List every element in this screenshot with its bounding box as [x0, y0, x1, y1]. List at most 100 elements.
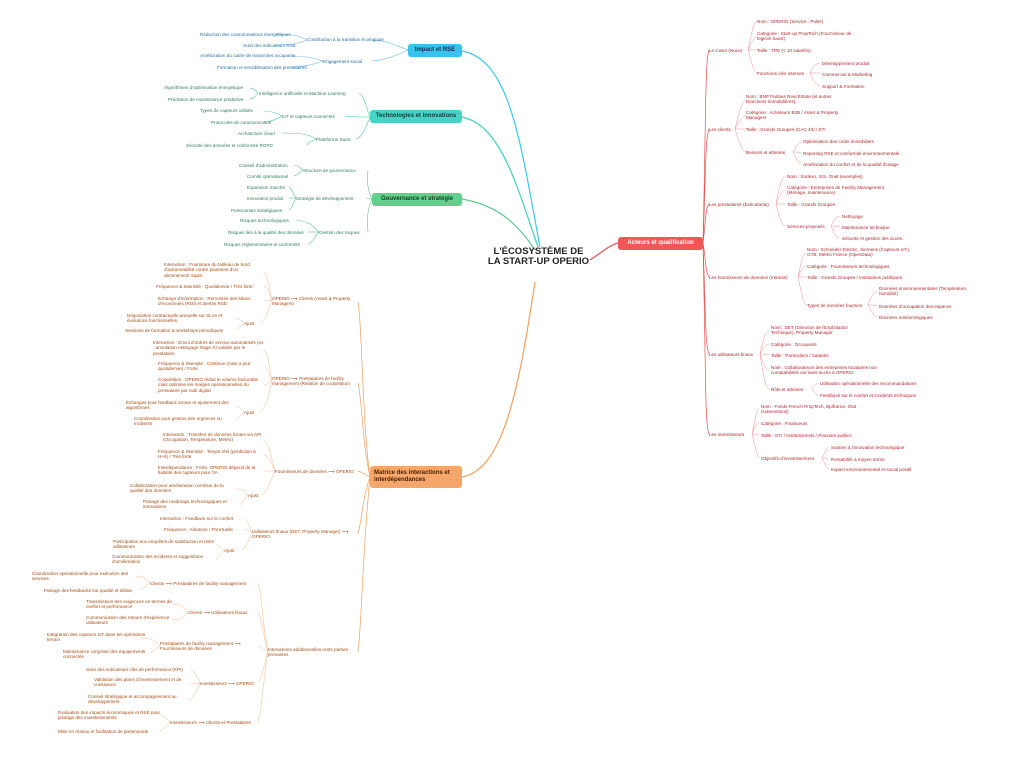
- actors-item: Données environnementales (Température, …: [879, 286, 968, 297]
- actors-item: Catégorie : Financeurs: [761, 421, 808, 426]
- matrix-item: Sessions de formation & workshops périod…: [125, 328, 224, 333]
- matrix-item: Communication des incidents et suggestio…: [112, 554, 203, 565]
- tech-item: Sécurité des données et conformité RGPD: [186, 143, 273, 148]
- actors-item: Catégorie : Start-up PropTech (Fournisse…: [757, 31, 852, 42]
- actors-item: Soutien à l'innovation technologique: [831, 445, 905, 450]
- central-topic-title: L'ÉCOSYSTÈME DE LA START-UP OPERIO: [487, 246, 590, 267]
- actors-item: Optimisation des coûts immobiliers: [803, 139, 874, 144]
- actors-item: Taille : Grands Groupes: [787, 202, 836, 207]
- actors-roles: Rôle et attentes: [771, 387, 804, 392]
- matrix-item: Interdépendance : Forte, OPERIO dépend d…: [158, 465, 256, 476]
- actors-prestataires: Les prestataires (Exécutants): [709, 202, 769, 207]
- actors-item: Impact environnemental et social positif: [831, 467, 912, 472]
- matrix-item: Échanges pour feedback terrain et ajuste…: [126, 400, 229, 411]
- matrix-utilisateurs-operio: Utilisateurs finaux (DET, Property Manag…: [252, 529, 349, 540]
- matrix-item: Interaction : Transfert de données brute…: [163, 432, 262, 443]
- matrix-item: Partage des roadmaps technologiques et i…: [143, 499, 227, 510]
- actors-item: Sécurité et gestion des accès: [842, 236, 903, 241]
- actors-item: Taille : Particuliers / Salariés: [771, 353, 829, 358]
- gov-sub-risks: Gestion des risques: [319, 230, 360, 235]
- actors-item: Nom : Schneider Electric, Siemens (Capte…: [807, 247, 911, 258]
- actors-types: Types de données fournies: [807, 303, 863, 308]
- matrix-item: Participation aux enquêtes de satisfacti…: [113, 539, 214, 550]
- actors-fournisseurs: Les fournisseurs de données (Intrants): [709, 275, 788, 280]
- actors-item: Données d'occupation des espaces: [879, 304, 952, 309]
- impact-item: Formation et sensibilisation des prestat…: [217, 65, 307, 70]
- matrix-item: Transmission des exigences en termes de …: [86, 599, 172, 610]
- matrix-sub-clients-utilisateurs: Clients ⟶ Utilisateurs finaux: [188, 610, 248, 615]
- actors-item: Développement produit: [822, 61, 870, 66]
- gov-item: Expansion marché: [247, 185, 286, 190]
- gov-item: Conseil d'administration: [239, 163, 288, 168]
- matrix-item: Validation des plans d'investissement et…: [94, 677, 182, 688]
- tech-item: Protocoles de communication: [211, 120, 272, 125]
- matrix-ajust: Ajust: [244, 321, 255, 326]
- gov-item: Partenariats stratégiques: [231, 208, 283, 213]
- matrix-sub-clients-prestataires: Clients ⟶ Prestataires de facility manag…: [150, 581, 247, 586]
- actors-fonctions: Fonctions clés internes: [757, 71, 804, 76]
- actors-item: Données météorologiques: [879, 315, 933, 320]
- actors-item: Feedback sur le confort et incidents tec…: [820, 393, 917, 398]
- actors-item: Nom : Sodexo, ISS, Onet (exemples): [787, 174, 863, 179]
- impact-sub-engagement: Engagement social: [323, 59, 363, 64]
- matrix-item: Négociation contractuelle annuelle sur S…: [127, 313, 223, 324]
- matrix-item: Partage des feedbacks sur qualité et dél…: [44, 588, 132, 593]
- matrix-item: Fréquence & Intensité : Quotidienne / Tr…: [156, 284, 253, 289]
- matrix-item: Interaction : Feedback sur le confort: [160, 516, 234, 521]
- gov-item: Risques réglementaires et conformité: [224, 242, 301, 247]
- matrix-item: Interaction : Fourniture du tableau de b…: [164, 262, 250, 278]
- matrix-operio-prestataires: OPERIO ⟶ Prestataires de facility manage…: [272, 376, 350, 387]
- actors-item: Reporting RSE et conformité environnemen…: [803, 151, 900, 156]
- matrix-ajust: Ajust: [248, 493, 259, 498]
- actors-besoins: Besoins et attentes: [746, 150, 786, 155]
- actors-clients: Les clients: [709, 127, 731, 132]
- gov-sub-strategy: Stratégie de développement: [296, 196, 354, 201]
- actors-investisseurs: Les investisseurs: [709, 432, 745, 437]
- matrix-item: Communication des retours d'expérience u…: [86, 615, 170, 626]
- impact-item: Suivi des indicateurs RSE: [243, 43, 296, 48]
- matrix-item: Suivi des indicateurs clés de performanc…: [86, 667, 183, 672]
- matrix-item: Fréquence & Intensité : Continue (mise à…: [158, 361, 251, 372]
- matrix-item: Coordination pour gestion des urgences o…: [134, 416, 222, 427]
- actors-coeur: Le Cœur (Noce): [709, 48, 743, 53]
- matrix-item: Fréquence : Aléatoire / Ponctuelle: [164, 527, 233, 532]
- matrix-item: Mise en réseau et facilitation de parten…: [58, 729, 149, 734]
- actors-item: Catégorie : Entreprises de Facility Mana…: [787, 185, 885, 196]
- actors-item: Catégorie : Fournisseurs technologiques: [807, 264, 890, 269]
- matrix-item: Interaction : Envoi d'ordres de service …: [153, 340, 264, 356]
- branch-gouvernance[interactable]: Gouvernance et stratégie: [372, 193, 462, 206]
- matrix-item: Conseil stratégique et accompagnement au…: [88, 694, 177, 705]
- actors-item: Rentabilité à moyen terme: [831, 457, 885, 462]
- matrix-item: Fréquence & Intensité : Temps réel (préd…: [158, 449, 256, 460]
- matrix-item: Coordination opérationnelle pour exécuti…: [32, 571, 129, 582]
- matrix-item: Échange d'information : Remontée des bil…: [158, 296, 251, 307]
- actors-services: Services proposés: [787, 224, 825, 229]
- branch-acteurs[interactable]: Acteurs et qualification: [618, 237, 703, 250]
- branch-impact-rse[interactable]: Impact et RSE: [408, 44, 462, 57]
- actors-item: Nettoyage: [842, 214, 863, 219]
- matrix-ajust: Ajust: [224, 548, 235, 553]
- tech-item: Algorithmes d'optimisation énergétique: [164, 85, 244, 90]
- matrix-item: Maintenance conjointe des équipements co…: [63, 649, 146, 660]
- gov-sub-structure: Structure de gouvernance: [303, 168, 356, 173]
- actors-item: Support & Formation: [822, 84, 865, 89]
- impact-sub-transition: Contribution à la transition écologique: [307, 37, 384, 42]
- tech-sub-saas: Plateforme SaaS: [316, 137, 351, 142]
- actors-item: Amélioration du confort et de la qualité…: [803, 162, 899, 167]
- matrix-sub-prestataires-fournisseurs: Prestataires de facility management ⟶ Fo…: [160, 641, 241, 652]
- actors-item: Catégorie : Occupants: [771, 342, 817, 347]
- tech-item: Prédiction de maintenance prédictive: [168, 97, 244, 102]
- tech-item: Types de capteurs utilisés: [200, 108, 253, 113]
- branch-matrice[interactable]: Matrice des interactions et interdépenda…: [370, 466, 462, 488]
- branch-technologies[interactable]: Technologies et innovations: [370, 110, 462, 123]
- actors-item: Commercial & Marketing: [822, 72, 873, 77]
- tech-item: Architecture cloud: [238, 131, 275, 136]
- actors-item: Taille : TPE (< 10 salariés): [757, 48, 811, 53]
- matrix-ajust: Ajust: [244, 410, 255, 415]
- matrix-interactions-additionnelles: Interactions additionnelles entre partie…: [268, 647, 348, 658]
- gov-item: Risques liés à la qualité des données: [228, 230, 304, 235]
- actors-objectifs: Objectifs d'investissement: [761, 456, 814, 461]
- gov-item: Risques technologiques: [240, 218, 289, 223]
